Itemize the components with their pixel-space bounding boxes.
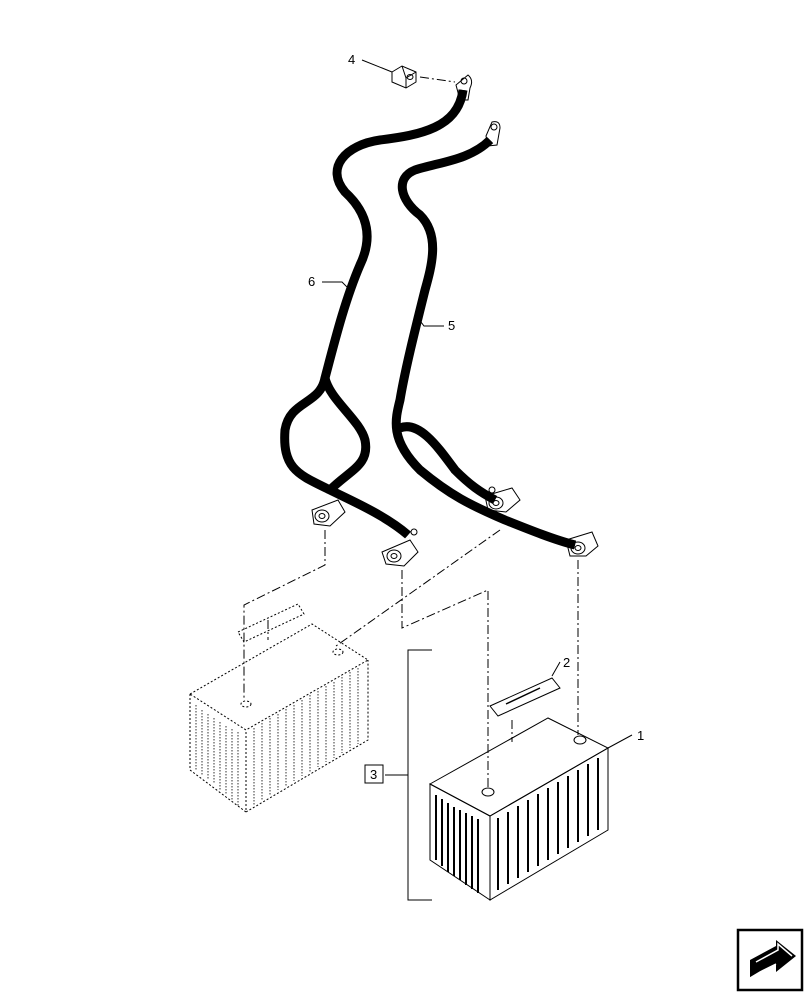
terminal-clamp-left-a: [311, 499, 346, 527]
nut-part-4: [391, 65, 417, 89]
decal-part-2: [489, 677, 561, 717]
leader-lines: [322, 59, 633, 749]
callout-1: 1: [637, 728, 644, 743]
callout-5: 5: [448, 318, 455, 333]
terminal-clamp-left-b: [381, 528, 419, 567]
battery-right-item-1: [428, 717, 610, 901]
callout-4: 4: [348, 52, 355, 67]
callout-3: 3: [370, 767, 377, 782]
next-page-arrow-icon[interactable]: [736, 928, 804, 992]
callout-2: 2: [563, 655, 570, 670]
battery-cable-6: [280, 74, 473, 539]
assembly-lines: [243, 76, 579, 790]
callout-6: 6: [308, 274, 315, 289]
group-bracket-3: [364, 649, 432, 901]
battery-cable-5: [391, 121, 577, 550]
terminal-clamp-right-a: [484, 486, 521, 513]
battery-left-phantom: [189, 603, 369, 813]
terminal-clamp-right-b: [565, 531, 599, 557]
